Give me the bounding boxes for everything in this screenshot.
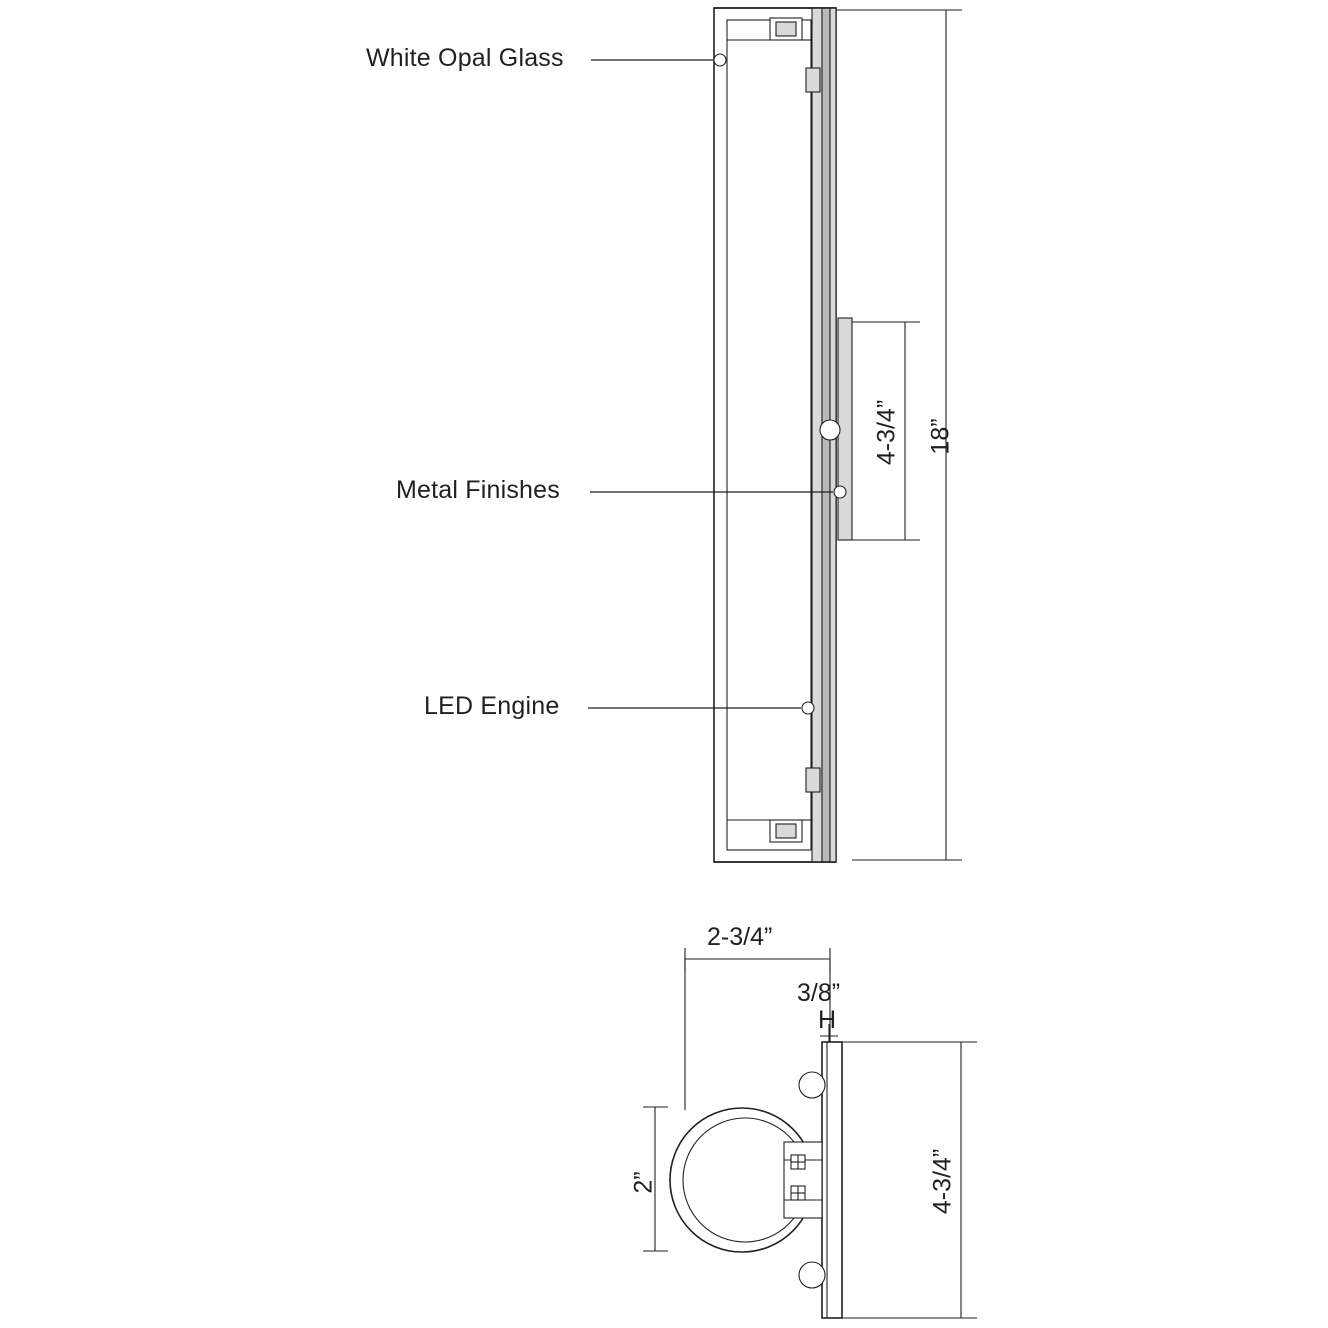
dimension-label-4-3-4in-side: 4-3/4” (928, 1148, 957, 1215)
callout-leader-led-engine (588, 701, 815, 715)
dimension-2-3-4in (684, 948, 831, 1110)
callout-label-white-opal-glass: White Opal Glass (366, 44, 564, 72)
side-section-view (669, 1041, 843, 1319)
dimension-18in (836, 9, 962, 861)
dimension-label-2in: 2” (629, 1171, 658, 1194)
dimension-label-3-8in: 3/8” (797, 979, 841, 1007)
dimension-label-18in: 18” (926, 418, 955, 455)
callout-label-led-engine: LED Engine (424, 692, 560, 720)
dimension-2in (643, 1106, 668, 1252)
dimension-4-3-4in-upper (852, 321, 920, 541)
dimension-4-3-4in-side (842, 1041, 977, 1319)
callout-leader-metal-finishes (590, 485, 847, 499)
callout-leader-white-opal-glass (591, 53, 727, 67)
dimension-3-8in (820, 1024, 838, 1042)
front-elevation-view (713, 7, 853, 863)
dimension-label-2-3-4in: 2-3/4” (707, 923, 773, 951)
callout-label-metal-finishes: Metal Finishes (396, 476, 560, 504)
dimension-label-4-3-4in-upper: 4-3/4” (872, 399, 901, 466)
dimension-label-3-8in-suffix: H (818, 1006, 837, 1034)
